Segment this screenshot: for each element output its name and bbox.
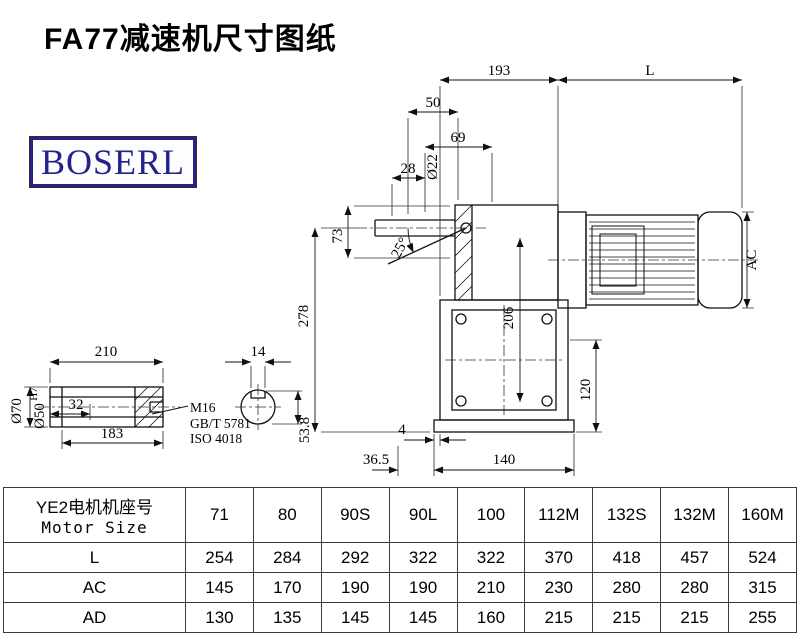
table-header-en: Motor Size [41, 518, 148, 537]
thread-note: M16 GB/T 5781 ISO 4018 [190, 400, 251, 446]
note-iso: ISO 4018 [190, 431, 242, 446]
leader-line [151, 405, 189, 415]
table-header-row: YE2电机机座号 Motor Size 71 80 90S 90L 100 11… [3, 487, 797, 543]
table-col-header: 132M [660, 487, 729, 543]
angle-arc [406, 227, 414, 253]
table-cell: 190 [320, 572, 390, 603]
table-cell: 215 [660, 602, 729, 633]
table-cell: 190 [388, 572, 458, 603]
table-row-AC: AC 145 170 190 190 210 230 280 280 315 [3, 572, 797, 603]
dim-140: 140 [493, 452, 516, 468]
table-cell: 210 [456, 572, 526, 603]
dim-14: 14 [251, 344, 267, 360]
dimension-labels: 193 L 50 69 28 Ø22 73 25° 278 206 AC 120… [9, 63, 760, 468]
dim-50: 50 [426, 95, 441, 111]
table-cell: 215 [524, 602, 594, 633]
dim-d50-tolerance: H7 [28, 387, 40, 401]
table-cell: 145 [320, 602, 390, 633]
table-col-header: 112M [524, 487, 594, 543]
corner-bolt-hole [541, 313, 553, 325]
table-cell: 145 [185, 572, 254, 603]
table-cell: 292 [320, 542, 390, 573]
table-cell: 160 [456, 602, 526, 633]
table-col-header: 160M [728, 487, 797, 543]
table-header-motor-size: YE2电机机座号 Motor Size [3, 487, 186, 543]
dim-183: 183 [101, 426, 124, 442]
note-m16: M16 [190, 400, 216, 415]
note-gb: GB/T 5781 [190, 416, 251, 431]
dim-d50: Ø50 [32, 403, 48, 429]
dim-32: 32 [69, 397, 84, 413]
dim-193: 193 [488, 63, 511, 79]
dim-L: L [645, 63, 654, 79]
gearbox-front-view [374, 204, 575, 433]
table-cell: 418 [592, 542, 662, 573]
table-cell: 145 [388, 602, 458, 633]
table-cell: 280 [660, 572, 729, 603]
hatch-lines [134, 204, 473, 428]
table-col-header: 71 [185, 487, 254, 543]
table-cell: 370 [524, 542, 594, 573]
table-cell: 230 [524, 572, 594, 603]
dim-d70: Ø70 [9, 398, 25, 424]
dim-AC: AC [744, 250, 760, 271]
dim-d22: Ø22 [425, 154, 441, 180]
input-shaft [374, 219, 455, 237]
corner-bolt-hole [455, 313, 467, 325]
table-cell: 170 [252, 572, 322, 603]
table-row-AD: AD 130 135 145 145 160 215 215 215 255 [3, 602, 797, 633]
centerlines [38, 227, 758, 430]
table-col-header: 90L [388, 487, 458, 543]
table-cell: 215 [592, 602, 662, 633]
table-cell: 255 [728, 602, 797, 633]
table-cell: 254 [185, 542, 254, 573]
dim-53-8: 53.8 [297, 417, 313, 443]
table-cell: 280 [592, 572, 662, 603]
table-header-cn: YE2电机机座号 [35, 498, 154, 517]
brand-logo: BOSERL [29, 136, 197, 188]
motor-fins [589, 221, 695, 300]
table-cell: 135 [252, 602, 322, 633]
technical-drawing: 193 L 50 69 28 Ø22 73 25° 278 206 AC 120… [9, 63, 760, 476]
table-row-label: L [3, 542, 186, 573]
table-col-header: 90S [320, 487, 390, 543]
table-cell: 524 [728, 542, 797, 573]
table-cell: 322 [456, 542, 526, 573]
dimension-lines [26, 76, 751, 474]
table-row-label: AD [3, 602, 186, 633]
dim-210: 210 [95, 344, 118, 360]
table-col-header: 80 [252, 487, 322, 543]
dim-69: 69 [451, 130, 466, 146]
dim-4: 4 [398, 422, 406, 438]
table-cell: 284 [252, 542, 322, 573]
table-col-header: 100 [456, 487, 526, 543]
dim-206: 206 [501, 306, 517, 329]
dimension-arrow-tails [225, 227, 466, 474]
dim-73: 73 [330, 229, 346, 244]
corner-bolt-hole [455, 395, 467, 407]
motor-size-table: YE2电机机座号 Motor Size 71 80 90S 90L 100 11… [3, 487, 797, 633]
table-row-L: L 254 284 292 322 322 370 418 457 524 [3, 542, 797, 573]
dim-28: 28 [401, 161, 416, 177]
table-col-header: 132S [592, 487, 662, 543]
table-cell: 130 [185, 602, 254, 633]
dim-278: 278 [296, 305, 312, 328]
table-cell: 315 [728, 572, 797, 603]
table-cell: 322 [388, 542, 458, 573]
dim-120: 120 [578, 379, 594, 402]
page-title: FA77减速机尺寸图纸 [44, 23, 337, 56]
table-row-label: AC [3, 572, 186, 603]
table-cell: 457 [660, 542, 729, 573]
corner-bolt-hole [541, 395, 553, 407]
dim-36-5: 36.5 [363, 452, 389, 468]
